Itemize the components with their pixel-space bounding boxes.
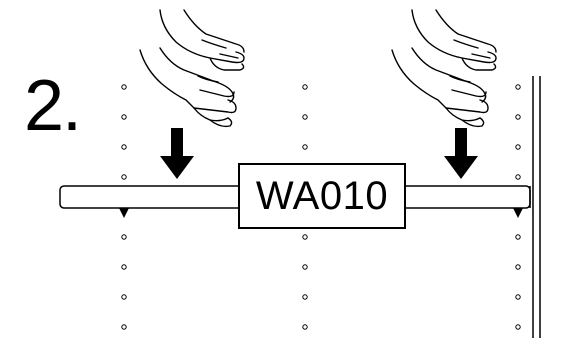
- step-number: 2.: [24, 66, 82, 146]
- perforation-hole: [515, 234, 521, 240]
- perforation-hole: [121, 234, 127, 240]
- perforation-hole: [302, 84, 308, 90]
- perforation-hole: [121, 264, 127, 270]
- perforation-hole: [121, 294, 127, 300]
- perforation-hole: [302, 294, 308, 300]
- perforation-hole: [121, 324, 127, 330]
- shelf-label-box: WA010: [238, 163, 406, 229]
- perforation-hole: [302, 234, 308, 240]
- perforation-hole: [515, 144, 521, 150]
- shelf-peg-left: [119, 208, 129, 218]
- perforation-hole: [121, 174, 127, 180]
- perforation-hole: [121, 114, 127, 120]
- perforation-hole: [302, 144, 308, 150]
- pressing-hands-icon: [391, 9, 497, 128]
- perforation-hole: [302, 324, 308, 330]
- perforation-hole: [515, 174, 521, 180]
- perforation-hole: [515, 114, 521, 120]
- pressing-hands-icon: [139, 9, 245, 128]
- perforation-hole: [515, 324, 521, 330]
- wall-panel-edge: [532, 76, 541, 338]
- perforation-hole: [302, 114, 308, 120]
- shelf-label: WA010: [255, 173, 389, 218]
- perforation-hole: [515, 84, 521, 90]
- perforation-hole: [302, 264, 308, 270]
- down-arrow-icon: [160, 128, 194, 179]
- down-arrow-icon: [444, 128, 478, 179]
- perforation-hole: [121, 84, 127, 90]
- perforation-hole: [515, 264, 521, 270]
- perforation-hole: [121, 144, 127, 150]
- perforation-hole: [515, 294, 521, 300]
- shelf-peg-right: [513, 208, 523, 218]
